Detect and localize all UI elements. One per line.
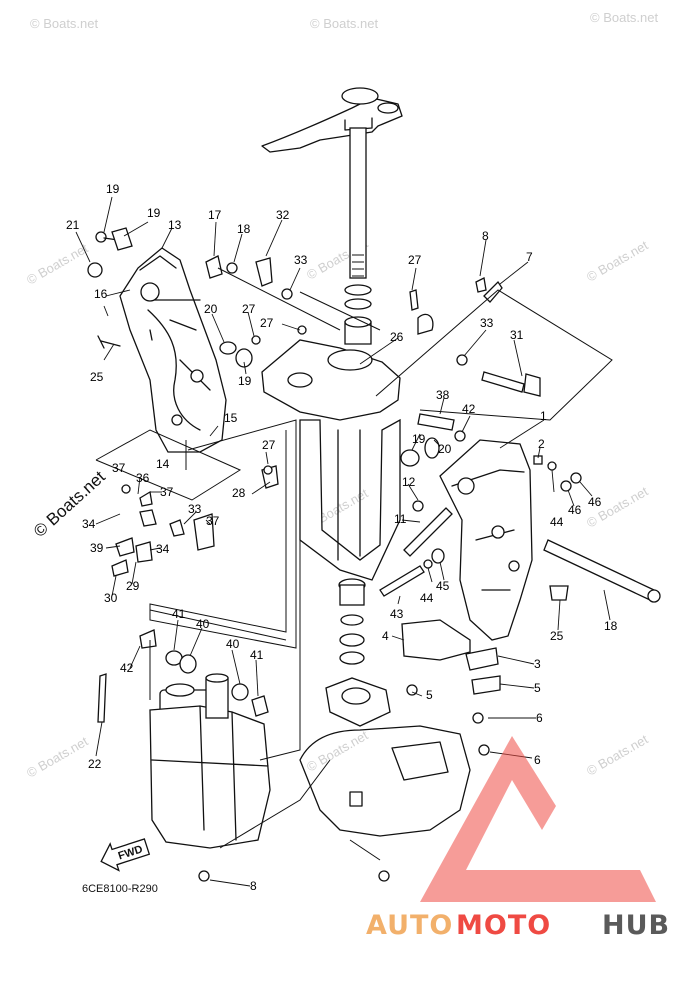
watermark-text: © Boats.net [30, 16, 99, 31]
callout-2: 2 [538, 437, 545, 451]
callout-4: 4 [382, 629, 389, 643]
callout-14: 15 [224, 411, 238, 425]
callout-20: 20 [438, 442, 452, 456]
callout-9: 8 [482, 229, 489, 243]
callout-43: 43 [390, 607, 404, 621]
callout-32: 32 [276, 208, 290, 222]
brand-logo: AUTO MOTO HUB [366, 736, 670, 941]
callout-24: 19 [106, 182, 120, 196]
brand-logo-icon [420, 736, 656, 902]
callout-11: 12 [402, 475, 416, 489]
brand-name-moto: MOTO [456, 910, 551, 941]
lower-casing [299, 725, 471, 837]
callout-13: 14 [156, 457, 170, 471]
callout-6: 6 [536, 711, 543, 725]
callout-12: 13 [168, 218, 182, 232]
callout-25: 25 [550, 629, 564, 643]
callout-5: 5 [426, 688, 433, 702]
callout-40: 40 [226, 637, 240, 651]
callout-37: 37 [160, 485, 174, 499]
callout-8: 7 [526, 250, 533, 264]
callout-34: 34 [156, 542, 170, 556]
watermark-text: © Boats.net [584, 237, 651, 284]
steering-arm [261, 87, 403, 345]
callout-19: 19 [412, 432, 426, 446]
callout-44: 44 [420, 591, 434, 605]
callout-23: 19 [147, 206, 161, 220]
callout-27: 27 [242, 302, 256, 316]
callout-34: 34 [82, 517, 96, 531]
watermark-text: © Boats.net [590, 10, 659, 25]
reference-frames [95, 267, 613, 861]
diagram-code: 6CE8100-R290 [82, 883, 158, 895]
swivel-bracket [261, 339, 401, 727]
trim-tilt-unit [149, 673, 271, 849]
watermark-text: © Boats.net [304, 727, 371, 774]
watermark-text: © Boats.net [30, 467, 109, 541]
callout-33: 33 [294, 253, 308, 267]
callout-42: 42 [120, 661, 134, 675]
watermark-text: © Boats.net [584, 731, 651, 778]
callout-5: 6 [534, 753, 541, 767]
callout-41: 41 [172, 607, 186, 621]
callout-18: 18 [604, 619, 618, 633]
callout-41: 41 [250, 648, 264, 662]
callouts: 19 19 13 21 16 25 17 18 32 33 20 27 27 1… [66, 182, 618, 893]
callout-16: 17 [208, 208, 222, 222]
watermark-text: © Boats.net [24, 240, 91, 287]
clamp-bracket-left [119, 247, 227, 453]
callout-27: 27 [408, 253, 422, 267]
callout-30: 30 [104, 591, 118, 605]
callout-17: 18 [237, 222, 251, 236]
callout-38: 39 [90, 541, 104, 555]
callout-35: 36 [136, 471, 150, 485]
callout-46: 46 [568, 503, 582, 517]
watermark-text: © Boats.net [310, 16, 379, 31]
callout-46: 46 [588, 495, 602, 509]
callout-27: 27 [262, 438, 276, 452]
brand-name-auto: AUTO [366, 910, 453, 941]
callout-10: 11 [394, 512, 407, 526]
callout-21: 21 [66, 218, 80, 232]
brand-name-hub: HUB [602, 910, 670, 941]
callout-1: 1 [540, 409, 547, 423]
callout-37: 37 [112, 461, 126, 475]
callout-26: 26 [390, 330, 404, 344]
callout-22: 22 [88, 757, 102, 771]
callout-19: 19 [238, 374, 252, 388]
callout-27: 27 [260, 316, 274, 330]
callout-31: 31 [510, 328, 524, 342]
fwd-arrow: FWD [100, 838, 151, 872]
callout-36: 37 [206, 514, 220, 528]
callout-44: 44 [550, 515, 564, 529]
callout-7: 8 [250, 879, 257, 893]
fasteners [87, 227, 582, 882]
through-tube [543, 539, 661, 603]
callout-4: 5 [534, 681, 541, 695]
callout-25: 25 [90, 370, 104, 384]
callout-42: 42 [462, 402, 476, 416]
callout-3: 3 [534, 657, 541, 671]
callout-39: 38 [436, 388, 450, 402]
callout-33: 33 [480, 316, 494, 330]
callout-45: 45 [436, 579, 450, 593]
clamp-bracket-right [439, 439, 533, 641]
callout-20: 20 [204, 302, 218, 316]
watermark-text: © Boats.net [24, 733, 91, 780]
callout-15: 16 [94, 287, 108, 301]
callout-33: 33 [188, 502, 202, 516]
callout-28: 28 [232, 486, 246, 500]
callout-29: 29 [126, 579, 140, 593]
callout-40: 40 [196, 617, 210, 631]
